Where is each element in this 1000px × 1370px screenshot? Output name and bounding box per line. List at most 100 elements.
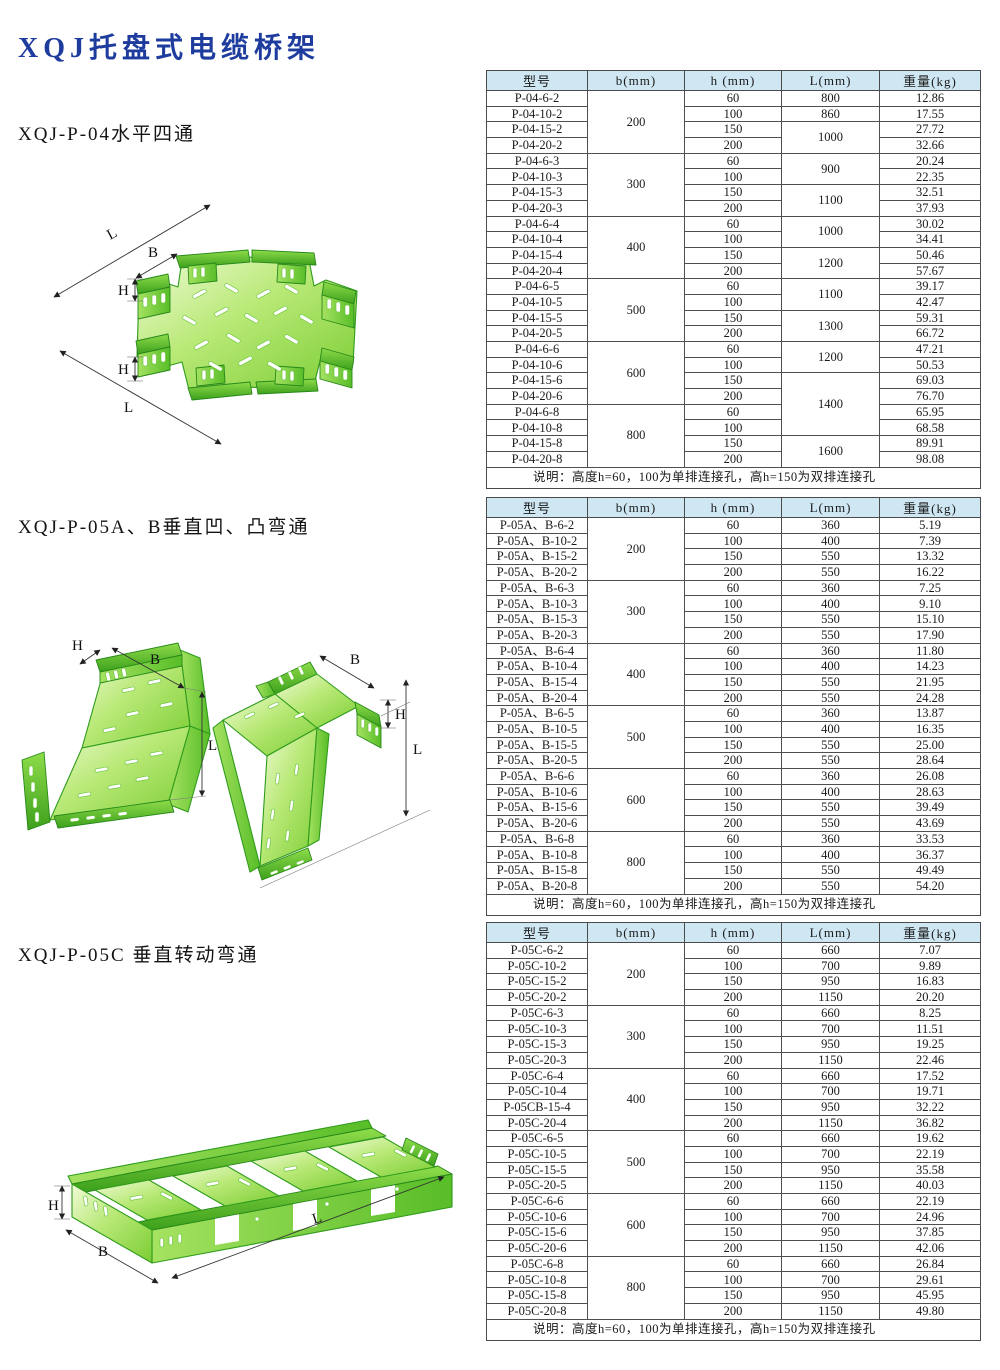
model-cell: P-05A、B-20-2: [486, 564, 588, 581]
value-cell: 550: [781, 815, 880, 832]
value-cell: 200: [684, 450, 782, 468]
value-cell: 100: [684, 419, 782, 437]
column-header: L(mm): [781, 922, 880, 943]
dim-label-L-top: L: [104, 225, 120, 243]
value-cell: 200: [684, 564, 782, 581]
value-cell: 950: [781, 973, 880, 991]
value-cell: 100: [684, 1208, 782, 1226]
value-cell: 300: [587, 152, 685, 217]
value-cell: 300: [587, 1004, 685, 1069]
model-cell: P-05A、B-10-2: [486, 532, 588, 550]
value-cell: 360: [781, 579, 880, 597]
column-header: 型号: [486, 70, 588, 91]
east-arm-rails: [319, 281, 357, 389]
value-cell: 400: [781, 595, 880, 613]
value-cell: 550: [781, 611, 880, 628]
value-cell: 200: [684, 137, 782, 154]
value-cell: 550: [781, 877, 880, 895]
value-cell: 550: [781, 736, 880, 754]
value-cell: 100: [684, 168, 782, 186]
value-cell: 22.35: [879, 168, 981, 186]
value-cell: 150: [684, 799, 782, 817]
value-cell: 28.63: [879, 783, 981, 801]
value-cell: 660: [781, 1193, 880, 1210]
value-cell: 300: [587, 579, 685, 644]
value-cell: 32.51: [879, 184, 981, 201]
model-cell: P-04-10-5: [486, 293, 588, 311]
value-cell: 50.53: [879, 356, 981, 374]
value-cell: 200: [684, 1051, 782, 1069]
value-cell: 76.70: [879, 388, 981, 405]
model-cell: P-04-20-6: [486, 388, 588, 405]
ladder-tray-body: [67, 1119, 453, 1264]
model-cell: P-04-10-2: [486, 105, 588, 123]
value-cell: 69.03: [879, 372, 981, 390]
model-cell: P-04-15-3: [486, 184, 588, 201]
value-cell: 500: [587, 278, 685, 342]
model-cell: P-05C-6-6: [486, 1193, 588, 1210]
note-row: 说明：高度h=60，100为单排连接孔，高h=150为双排连接孔: [486, 893, 981, 916]
value-cell: 32.22: [879, 1098, 981, 1116]
value-cell: 1150: [781, 1177, 880, 1194]
value-cell: 100: [684, 846, 782, 864]
value-cell: 700: [781, 1020, 880, 1038]
value-cell: 60: [684, 403, 782, 421]
value-cell: 400: [587, 642, 685, 707]
value-cell: 1400: [781, 372, 880, 437]
value-cell: 400: [781, 720, 880, 738]
model-cell: P-05CB-15-4: [486, 1098, 588, 1116]
value-cell: 200: [684, 1302, 782, 1320]
value-cell: 200: [684, 262, 782, 280]
value-cell: 200: [684, 752, 782, 769]
value-cell: 17.55: [879, 105, 981, 123]
value-cell: 360: [781, 705, 880, 722]
model-cell: P-05A、B-10-3: [486, 595, 588, 613]
note-row: 说明：高度h=60，100为单排连接孔，高h=150为双排连接孔: [486, 466, 981, 489]
value-cell: 11.80: [879, 642, 981, 660]
value-cell: 360: [781, 768, 880, 785]
value-cell: 21.95: [879, 673, 981, 691]
value-cell: 9.10: [879, 595, 981, 613]
value-cell: 60: [684, 942, 782, 959]
value-cell: 100: [684, 356, 782, 374]
table-note: 说明：高度h=60，100为单排连接孔，高h=150为双排连接孔: [486, 466, 981, 489]
value-cell: 34.41: [879, 231, 981, 248]
value-cell: 200: [684, 877, 782, 895]
section-heading-p05ab: XQJ-P-05A、B垂直凹、凸弯通: [18, 517, 310, 538]
value-cell: 60: [684, 517, 782, 534]
model-cell: P-04-6-4: [486, 215, 588, 233]
perforation-slots: [244, 701, 306, 850]
value-cell: 150: [684, 372, 782, 390]
value-cell: 8.25: [879, 1004, 981, 1022]
concave-elbow-tray: H B L: [21, 638, 217, 831]
value-cell: 100: [684, 783, 782, 801]
value-cell: 550: [781, 564, 880, 581]
model-cell: P-04-15-6: [486, 372, 588, 390]
value-cell: 400: [587, 215, 685, 280]
value-cell: 1150: [781, 1302, 880, 1320]
model-cell: P-04-20-5: [486, 325, 588, 342]
value-cell: 100: [684, 293, 782, 311]
value-cell: 200: [684, 989, 782, 1006]
